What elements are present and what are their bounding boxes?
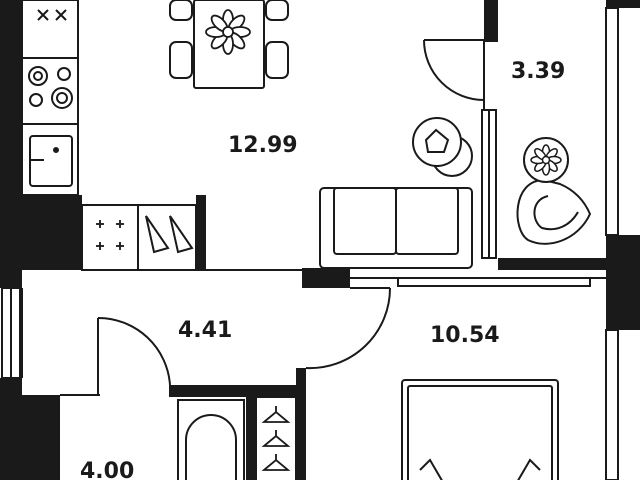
wall-wardrobe-side — [196, 195, 206, 270]
window-sliding — [397, 277, 591, 287]
wall-kitchen-block — [22, 195, 82, 270]
door-icon — [97, 39, 485, 386]
wall-left-upper — [0, 0, 22, 288]
sink-icon — [29, 135, 73, 187]
window-right-lower — [605, 329, 619, 480]
flower-icon — [530, 144, 562, 176]
wall-living-bedroom — [302, 268, 350, 288]
wall-top-segment — [484, 0, 498, 42]
wall-bedroom-left — [296, 368, 306, 480]
wall-balcony-bottom — [498, 258, 606, 270]
stove-icon — [28, 66, 73, 109]
area-label-bedroom: 10.54 — [430, 323, 500, 348]
hanger-icon — [261, 406, 291, 471]
area-label-hallway: 4.41 — [178, 318, 232, 343]
side-table-icon — [412, 117, 473, 177]
thin-walls — [21, 269, 606, 397]
flower-icon — [205, 9, 251, 55]
area-labels: 12.99 3.39 4.41 10.54 4.00 — [80, 59, 565, 480]
window-right-upper — [605, 7, 619, 236]
bed-icon — [401, 379, 559, 480]
wall-hall-bottom — [170, 385, 305, 397]
wall-right-upper — [606, 235, 640, 330]
wardrobe-icon — [81, 204, 197, 271]
hood-icon — [37, 9, 67, 21]
area-label-bathroom: 4.00 — [80, 459, 134, 480]
wall-left-corner — [0, 395, 60, 480]
shoe-rack-icon — [96, 220, 124, 250]
sofa-icon — [319, 187, 473, 269]
bathtub-icon — [177, 399, 245, 480]
area-label-living-kitchen: 12.99 — [228, 133, 298, 158]
hanger-icon — [145, 215, 194, 254]
window-icon — [1, 7, 619, 480]
wall-right-cap — [606, 0, 640, 8]
wall-bath-divider — [246, 397, 256, 480]
area-label-balcony: 3.39 — [511, 59, 565, 84]
